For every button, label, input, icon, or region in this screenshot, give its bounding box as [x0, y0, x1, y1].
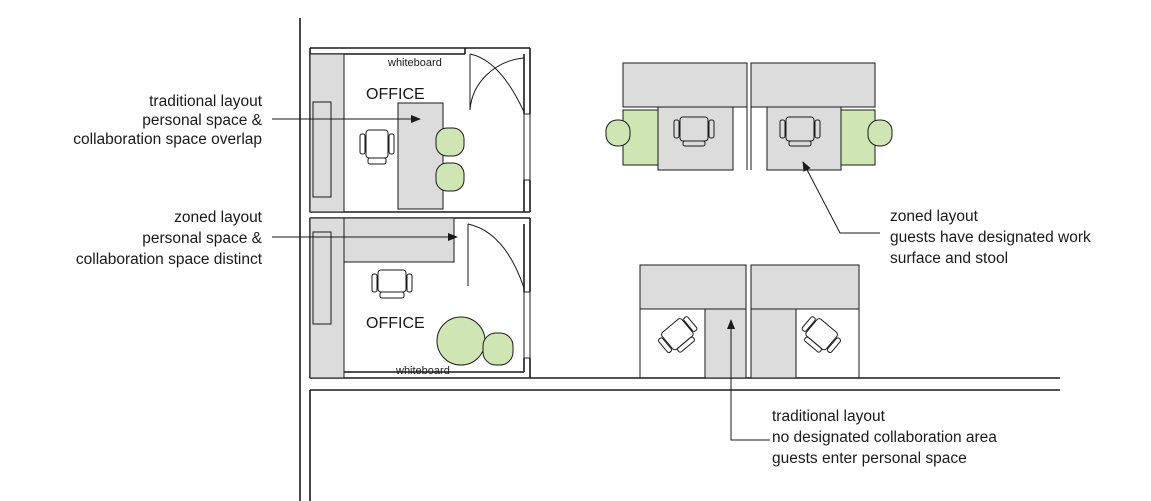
stool-icon	[482, 332, 514, 366]
svg-text:zoned layout: zoned layout	[890, 208, 979, 225]
stool-icon	[605, 119, 893, 147]
svg-text:traditional layout: traditional layout	[772, 408, 886, 425]
svg-text:personal space &: personal space &	[142, 112, 262, 129]
office-label-top: OFFICE	[366, 86, 425, 103]
annotation-traditional-office: traditional layout personal space & coll…	[73, 93, 262, 148]
svg-text:guests have designated work: guests have designated work	[890, 229, 1091, 246]
workstations-zoned	[605, 62, 893, 171]
annotation-zoned-workstation: zoned layout guests have designated work…	[890, 208, 1091, 267]
whiteboard-label-bottom: whiteboard	[395, 365, 450, 377]
task-chair-icon	[657, 316, 842, 354]
round-table-icon	[436, 316, 486, 366]
svg-text:zoned layout: zoned layout	[174, 209, 263, 226]
office-zoned: OFFICE whiteboard	[309, 217, 531, 379]
workstations-traditional	[639, 264, 860, 379]
office-label-bottom: OFFICE	[366, 315, 425, 332]
task-chair-icon	[359, 129, 395, 165]
task-chair-icon	[673, 116, 821, 147]
annotation-traditional-workstation: traditional layout no designated collabo…	[772, 408, 997, 467]
task-chair-icon	[371, 269, 413, 299]
svg-text:surface and stool: surface and stool	[890, 250, 1008, 267]
svg-text:no designated collaboration ar: no designated collaboration area	[772, 429, 997, 446]
svg-text:collaboration space distinct: collaboration space distinct	[76, 251, 263, 268]
svg-text:personal space &: personal space &	[142, 230, 262, 247]
office-traditional: OFFICE whiteboard	[309, 47, 531, 213]
svg-text:collaboration space overlap: collaboration space overlap	[73, 131, 262, 148]
guest-chair-icon	[435, 127, 465, 192]
annotation-zoned-office: zoned layout personal space & collaborat…	[76, 209, 263, 268]
whiteboard-label-top: whiteboard	[387, 57, 442, 69]
svg-text:traditional layout: traditional layout	[149, 93, 263, 110]
svg-text:guests enter personal space: guests enter personal space	[772, 450, 967, 467]
annotation-leaders	[272, 115, 880, 441]
